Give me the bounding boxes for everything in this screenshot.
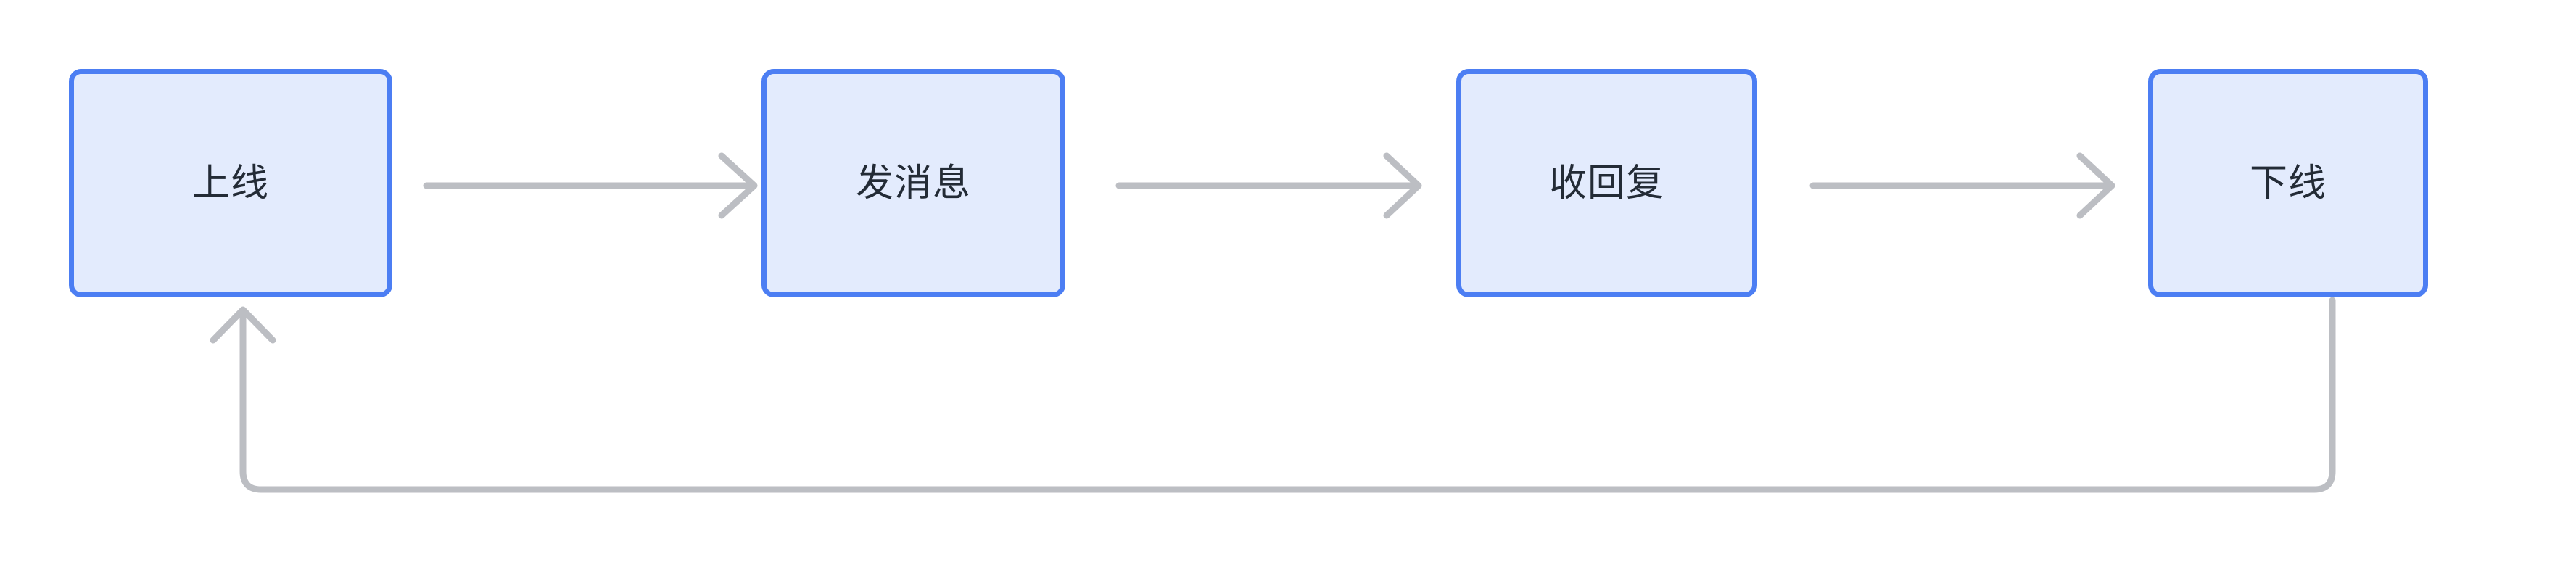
edge-online-to-send (423, 152, 758, 219)
edge-receive-to-offline-arrowhead (2076, 152, 2115, 219)
node-receive-label: 收回复 (1548, 162, 1664, 205)
edge-send-to-receive (1115, 152, 1422, 219)
edge-online-to-send-arrowhead (718, 152, 758, 219)
edge-receive-to-offline (1809, 152, 2115, 219)
node-online[interactable]: 上线 (69, 69, 392, 297)
node-online-label: 上线 (191, 162, 269, 205)
node-send-label: 发消息 (855, 162, 971, 205)
edge-offline-to-online-arrowhead (210, 306, 276, 344)
node-offline-label: 下线 (2249, 162, 2327, 205)
node-receive[interactable]: 收回复 (1456, 69, 1757, 297)
edge-offline-to-online-loop (210, 297, 2336, 493)
node-send[interactable]: 发消息 (761, 69, 1065, 297)
edge-send-to-receive-arrowhead (1383, 152, 1422, 219)
edge-offline-to-online-loop-path (239, 297, 2336, 493)
node-offline[interactable]: 下线 (2148, 69, 2428, 297)
